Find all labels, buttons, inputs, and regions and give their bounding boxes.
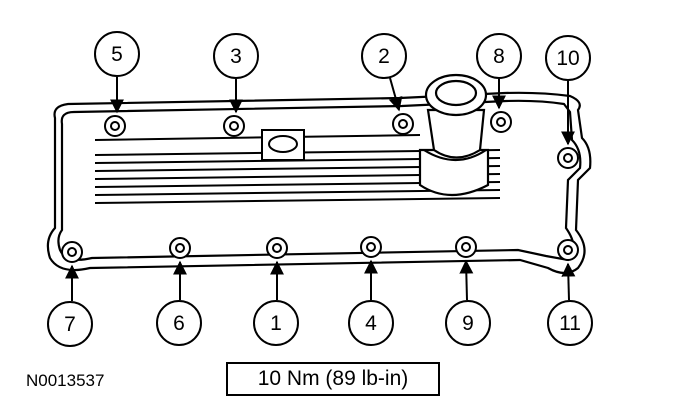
bolt-6	[169, 237, 191, 259]
callout-10: 10	[545, 35, 591, 146]
callout-label-6: 6	[173, 312, 185, 335]
bolt-10	[557, 147, 579, 169]
callout-label-11: 11	[559, 312, 581, 335]
bolt-heads	[61, 111, 579, 263]
bolt-4	[360, 236, 382, 258]
callout-5: 5	[94, 31, 140, 114]
pcv-grommet	[261, 129, 305, 161]
callout-label-1: 1	[270, 312, 282, 335]
callout-label-2: 2	[378, 45, 390, 68]
callout-label-9: 9	[462, 312, 474, 335]
cover-ribs	[94, 149, 501, 204]
torque-spec-box: 10 Nm (89 lb-in)	[226, 362, 440, 396]
bolt-11	[557, 239, 579, 261]
callout-label-4: 4	[365, 312, 377, 335]
torque-spec-text: 10 Nm (89 lb-in)	[257, 367, 409, 390]
callout-label-5: 5	[111, 43, 123, 66]
callout-8: 8	[476, 33, 522, 110]
callout-label-8: 8	[493, 45, 505, 68]
callout-1: 1	[253, 260, 299, 346]
bolt-3	[223, 115, 245, 137]
callout-11: 11	[547, 262, 593, 346]
bolt-7	[61, 241, 83, 263]
callout-3: 3	[213, 33, 259, 114]
callout-6: 6	[156, 260, 202, 346]
callout-4: 4	[348, 259, 394, 346]
bolt-1	[266, 237, 288, 259]
callout-label-7: 7	[64, 313, 76, 336]
callout-7: 7	[47, 264, 93, 347]
callout-2: 2	[361, 33, 407, 112]
oil-filler-neck	[418, 73, 490, 196]
callout-9: 9	[445, 259, 491, 346]
callout-label-3: 3	[230, 45, 242, 68]
bolt-5	[104, 115, 126, 137]
figure-id: N0013537	[26, 371, 105, 390]
bolt-9	[455, 236, 477, 258]
bolt-8	[490, 111, 512, 133]
bolt-2	[392, 113, 414, 135]
callout-label-10: 10	[556, 47, 579, 70]
